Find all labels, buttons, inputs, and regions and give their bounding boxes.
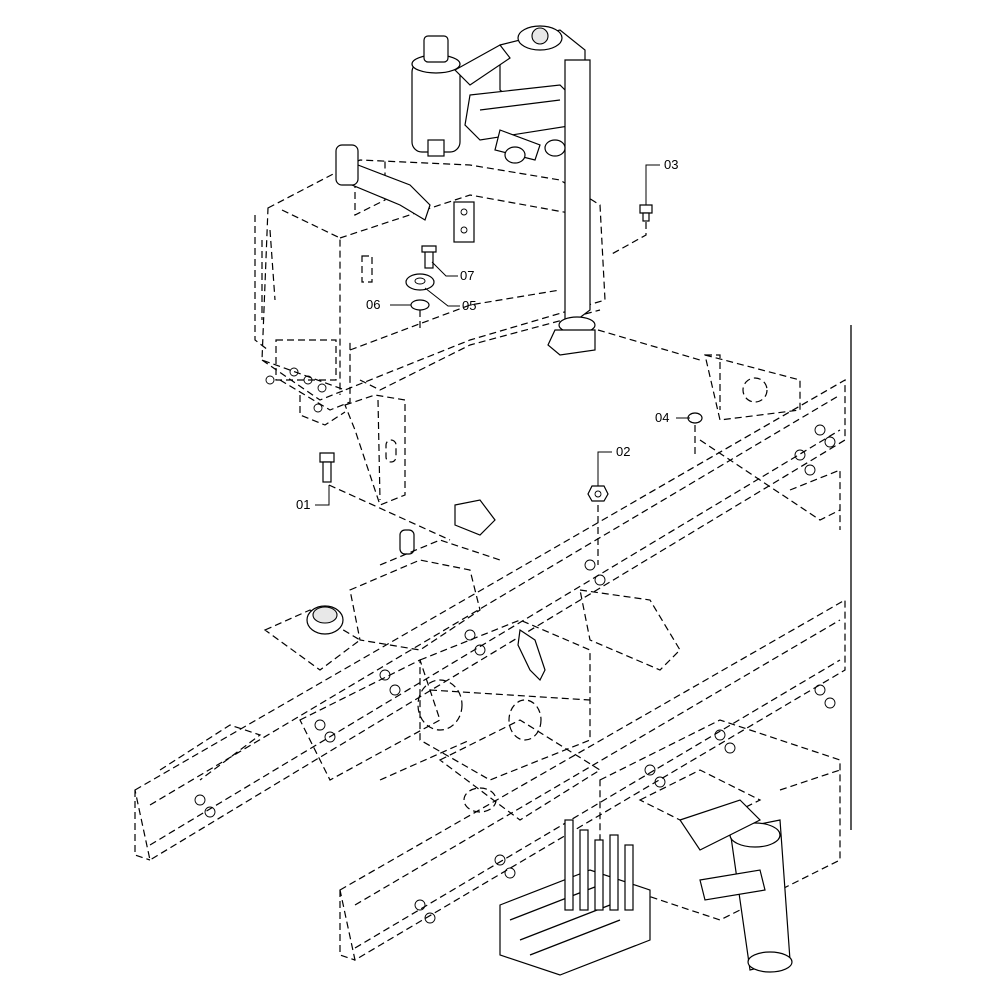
part-03-bolt	[639, 204, 653, 222]
callout-01: 01	[296, 497, 311, 512]
crossmember	[419, 619, 591, 781]
leader-02	[597, 451, 612, 486]
vertical-tube	[564, 59, 591, 326]
rail-bolts	[194, 424, 836, 924]
leader-07	[431, 261, 458, 277]
filter-canister	[411, 61, 461, 153]
tank-assembly	[254, 25, 606, 506]
callout-leaders	[315, 164, 690, 506]
left-frame-rail	[134, 378, 846, 861]
hydraulic-hose	[517, 628, 546, 682]
leader-05	[424, 287, 460, 307]
callout-06: 06	[366, 297, 381, 312]
leader-03	[645, 164, 660, 205]
leader-01	[315, 485, 330, 506]
part-05-flange	[405, 273, 435, 291]
part-07-bolt	[421, 245, 437, 269]
callout-04: 04	[655, 410, 670, 425]
part-04-nut	[687, 412, 703, 424]
callout-07: 07	[460, 268, 475, 283]
part-06-o-ring	[410, 299, 430, 311]
callout-03: 03	[664, 157, 679, 172]
part-02-nut	[587, 485, 609, 502]
chassis-frame	[134, 354, 846, 976]
callout-02: 02	[616, 444, 631, 459]
assembly-lines	[328, 222, 721, 565]
left-suspension	[349, 559, 481, 651]
small-parts	[319, 204, 703, 502]
right-frame-rail	[339, 598, 846, 961]
part-01-bolt	[319, 452, 335, 483]
callout-05: 05	[462, 298, 477, 313]
hydraulic-lines	[564, 819, 634, 911]
